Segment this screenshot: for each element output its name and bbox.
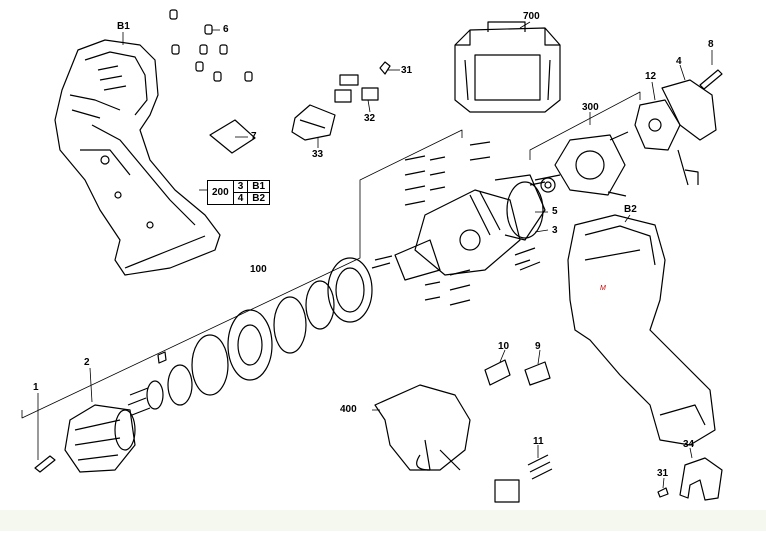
screw-31-bottom — [657, 487, 669, 498]
label-6: 6 — [223, 24, 229, 35]
motor-300 — [529, 131, 629, 197]
table-id: 200 — [207, 180, 234, 205]
switch-400 — [374, 384, 520, 503]
gear-rings — [146, 257, 373, 410]
screw-8 — [699, 69, 723, 90]
label-700: 700 — [523, 11, 540, 22]
label-9: 9 — [535, 341, 541, 352]
label-4: 4 — [676, 56, 682, 67]
label-300: 300 — [582, 102, 599, 113]
table-row-2-part: 4 — [232, 192, 249, 205]
block-33 — [291, 104, 336, 141]
table-row-1-part: 3 — [232, 180, 249, 193]
label-100: 100 — [250, 264, 267, 275]
label-2: 2 — [84, 357, 90, 368]
label-b1: B1 — [117, 21, 130, 32]
footer-strip — [0, 510, 766, 531]
screw-1 — [34, 455, 56, 473]
label-32: 32 — [364, 113, 376, 124]
plate-7 — [209, 119, 256, 154]
label-7: 7 — [251, 131, 257, 142]
small-fasteners — [127, 255, 531, 416]
label-400: 400 — [340, 404, 357, 415]
clip-34 — [679, 457, 723, 501]
label-b2: B2 — [624, 204, 637, 215]
label-31-top: 31 — [401, 65, 413, 76]
chuck-2 — [64, 404, 136, 473]
housing-half-b1 — [54, 39, 221, 276]
table-row-1-housing: B1 — [247, 180, 271, 193]
label-5: 5 — [552, 206, 558, 217]
label-3: 3 — [552, 225, 558, 236]
svg-text:M: M — [600, 285, 606, 292]
label-10: 10 — [498, 341, 510, 352]
label-1: 1 — [33, 382, 39, 393]
pins-rows — [404, 141, 541, 306]
lever-10 — [484, 359, 511, 386]
group-brackets — [21, 91, 641, 419]
label-12: 12 — [645, 71, 657, 82]
housing-half-b2: M — [567, 214, 716, 446]
brush-holder-12 — [634, 99, 699, 186]
label-34: 34 — [683, 439, 695, 450]
screws-6 — [169, 9, 253, 82]
label-11: 11 — [533, 436, 544, 447]
table-row-2-housing: B2 — [247, 192, 271, 205]
spring-11 — [527, 454, 553, 480]
case-700 — [454, 21, 561, 113]
label-31-bottom: 31 — [657, 468, 669, 479]
cover-4 — [661, 79, 717, 141]
part-9 — [524, 361, 551, 386]
label-8: 8 — [708, 39, 714, 50]
assembly-table-200: 200 3 B1 4 B2 — [207, 180, 271, 205]
gearbox-main — [394, 174, 546, 281]
label-33: 33 — [312, 149, 324, 160]
clips-32 — [334, 61, 391, 103]
